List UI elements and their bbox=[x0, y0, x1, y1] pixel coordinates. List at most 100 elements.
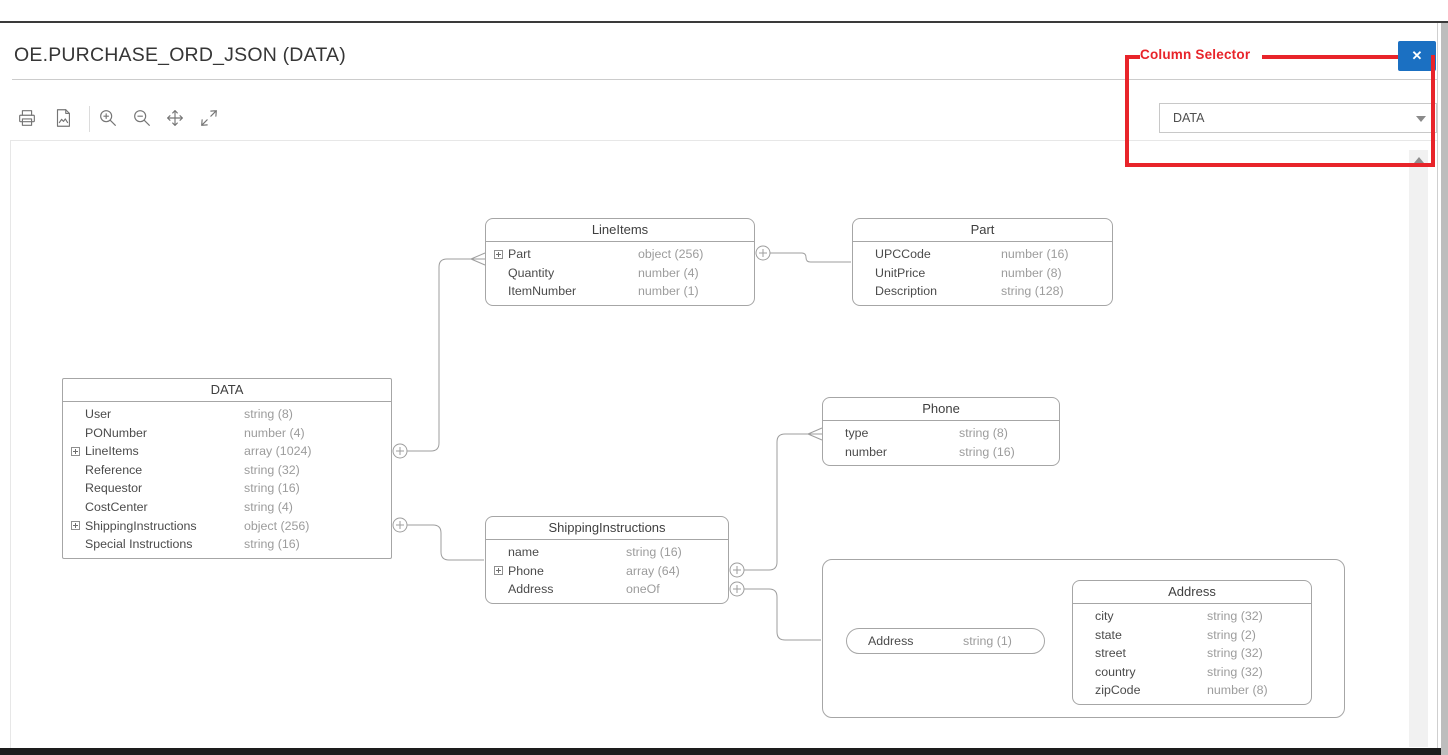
pan-button[interactable] bbox=[164, 107, 188, 131]
circle-plus-icon bbox=[392, 443, 408, 459]
field-row[interactable]: Part object (256) bbox=[486, 245, 754, 264]
field-type: object (256) bbox=[244, 518, 310, 533]
circle-plus-connector[interactable] bbox=[392, 517, 408, 533]
field-type: string (16) bbox=[244, 481, 300, 496]
circle-plus-connector[interactable] bbox=[729, 581, 745, 597]
expand-plus-icon[interactable] bbox=[494, 566, 503, 576]
window-top-border bbox=[0, 21, 1448, 23]
field-name: CostCenter bbox=[85, 499, 148, 514]
browser-scrollbar-strip[interactable] bbox=[1441, 23, 1448, 755]
canvas-left-border bbox=[10, 140, 11, 748]
connector-line bbox=[744, 433, 808, 571]
field-type: string (2) bbox=[1207, 627, 1256, 642]
vertical-scrollbar[interactable] bbox=[1409, 150, 1428, 747]
field-row[interactable]: CostCenter string (4) bbox=[63, 498, 391, 517]
field-row[interactable]: state string (2) bbox=[1073, 626, 1311, 645]
scrollbar-up-button[interactable] bbox=[1409, 150, 1428, 170]
crowfoot-connector bbox=[807, 427, 823, 441]
pan-icon bbox=[167, 110, 183, 126]
window-bottom-border bbox=[0, 748, 1441, 755]
field-name: Special Instructions bbox=[85, 537, 193, 552]
field-name: LineItems bbox=[85, 444, 139, 459]
circle-plus-connector[interactable] bbox=[392, 443, 408, 459]
canvas-top-border bbox=[10, 140, 1437, 141]
expand-plus-icon[interactable] bbox=[494, 249, 503, 259]
connector-line bbox=[407, 258, 471, 452]
page-right-border bbox=[1437, 23, 1438, 755]
field-name: UnitPrice bbox=[875, 265, 926, 280]
field-type: string (32) bbox=[1207, 664, 1263, 679]
field-type: string (4) bbox=[244, 499, 293, 514]
field-type: object (256) bbox=[638, 247, 704, 261]
zoom-out-button[interactable] bbox=[131, 107, 155, 131]
field-type: string (32) bbox=[1207, 609, 1263, 623]
dialog-title: OE.PURCHASE_ORD_JSON (DATA) bbox=[14, 44, 346, 66]
column-selector-dropdown[interactable]: DATA bbox=[1159, 103, 1437, 133]
field-name: type bbox=[845, 426, 869, 440]
field-name: street bbox=[1095, 646, 1126, 661]
expand-icon bbox=[201, 110, 217, 126]
field-name: Address bbox=[868, 634, 914, 648]
field-type: string (16) bbox=[244, 537, 300, 552]
column-selector-annotation-label: Column Selector bbox=[1140, 47, 1251, 62]
field-row[interactable]: UPCCode number (16) bbox=[853, 245, 1112, 264]
expand-plus-icon[interactable] bbox=[71, 521, 80, 531]
field-type: number (4) bbox=[244, 425, 305, 440]
zoom-in-button[interactable] bbox=[97, 107, 121, 131]
export-image-button[interactable] bbox=[52, 107, 76, 131]
print-icon bbox=[19, 110, 35, 126]
field-name: Part bbox=[508, 247, 531, 261]
circle-plus-connector[interactable] bbox=[729, 562, 745, 578]
field-type: string (1) bbox=[963, 634, 1012, 648]
field-type: number (1) bbox=[638, 284, 699, 299]
close-button[interactable]: ✕ bbox=[1398, 41, 1436, 71]
field-type: array (1024) bbox=[244, 444, 312, 459]
circle-plus-connector[interactable] bbox=[755, 245, 771, 261]
field-name: number bbox=[845, 444, 888, 459]
expand-plus-icon[interactable] bbox=[71, 446, 80, 456]
field-name: UPCCode bbox=[875, 247, 931, 261]
field-row[interactable]: LineItems array (1024) bbox=[63, 442, 391, 461]
circle-plus-icon bbox=[729, 562, 745, 578]
field-name: state bbox=[1095, 627, 1122, 642]
field-type: number (16) bbox=[1001, 247, 1069, 261]
field-name: country bbox=[1095, 664, 1136, 679]
field-name: Quantity bbox=[508, 265, 555, 280]
field-row[interactable]: country string (32) bbox=[1073, 663, 1311, 682]
entity-title: Phone bbox=[823, 398, 1059, 421]
field-name: Description bbox=[875, 284, 937, 299]
field-type: number (8) bbox=[1207, 683, 1268, 698]
oneof-item-address[interactable]: Address string (1) bbox=[846, 628, 1045, 654]
expand-button[interactable] bbox=[198, 107, 222, 131]
connector-line bbox=[407, 524, 484, 561]
field-row[interactable]: Special Instructions string (16) bbox=[63, 535, 391, 554]
print-button[interactable] bbox=[16, 107, 40, 131]
